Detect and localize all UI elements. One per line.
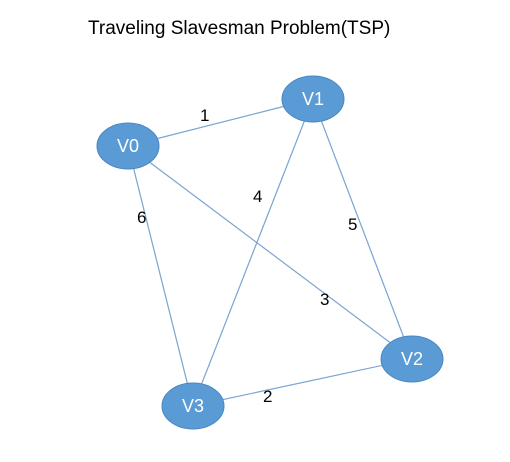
node-label-v2: V2 [401,349,423,369]
node-label-v3: V3 [182,396,204,416]
edge-v3-v2 [192,358,413,407]
edge-v0-v1 [127,98,314,147]
node-v0: V0 [96,122,160,170]
diagram-title: Traveling Slavesman Problem(TSP) [88,18,391,39]
node-label-v0: V0 [117,136,139,156]
node-v2: V2 [380,335,444,383]
edge-v1-v3 [192,98,314,407]
edge-weight-v0-v1: 1 [200,106,209,125]
edge-weight-v0-v2: 3 [320,290,329,309]
node-label-v1: V1 [302,89,324,109]
edge-v0-v2 [127,145,413,360]
edge-v1-v2 [312,98,413,360]
edge-weight-v1-v3: 4 [253,187,262,206]
edge-v0-v3 [127,145,194,407]
edge-weight-v3-v2: 2 [263,387,272,406]
node-v3: V3 [161,382,225,430]
edge-weight-v0-v3: 6 [137,208,146,227]
edge-weight-v1-v2: 5 [348,215,357,234]
node-v1: V1 [281,75,345,123]
